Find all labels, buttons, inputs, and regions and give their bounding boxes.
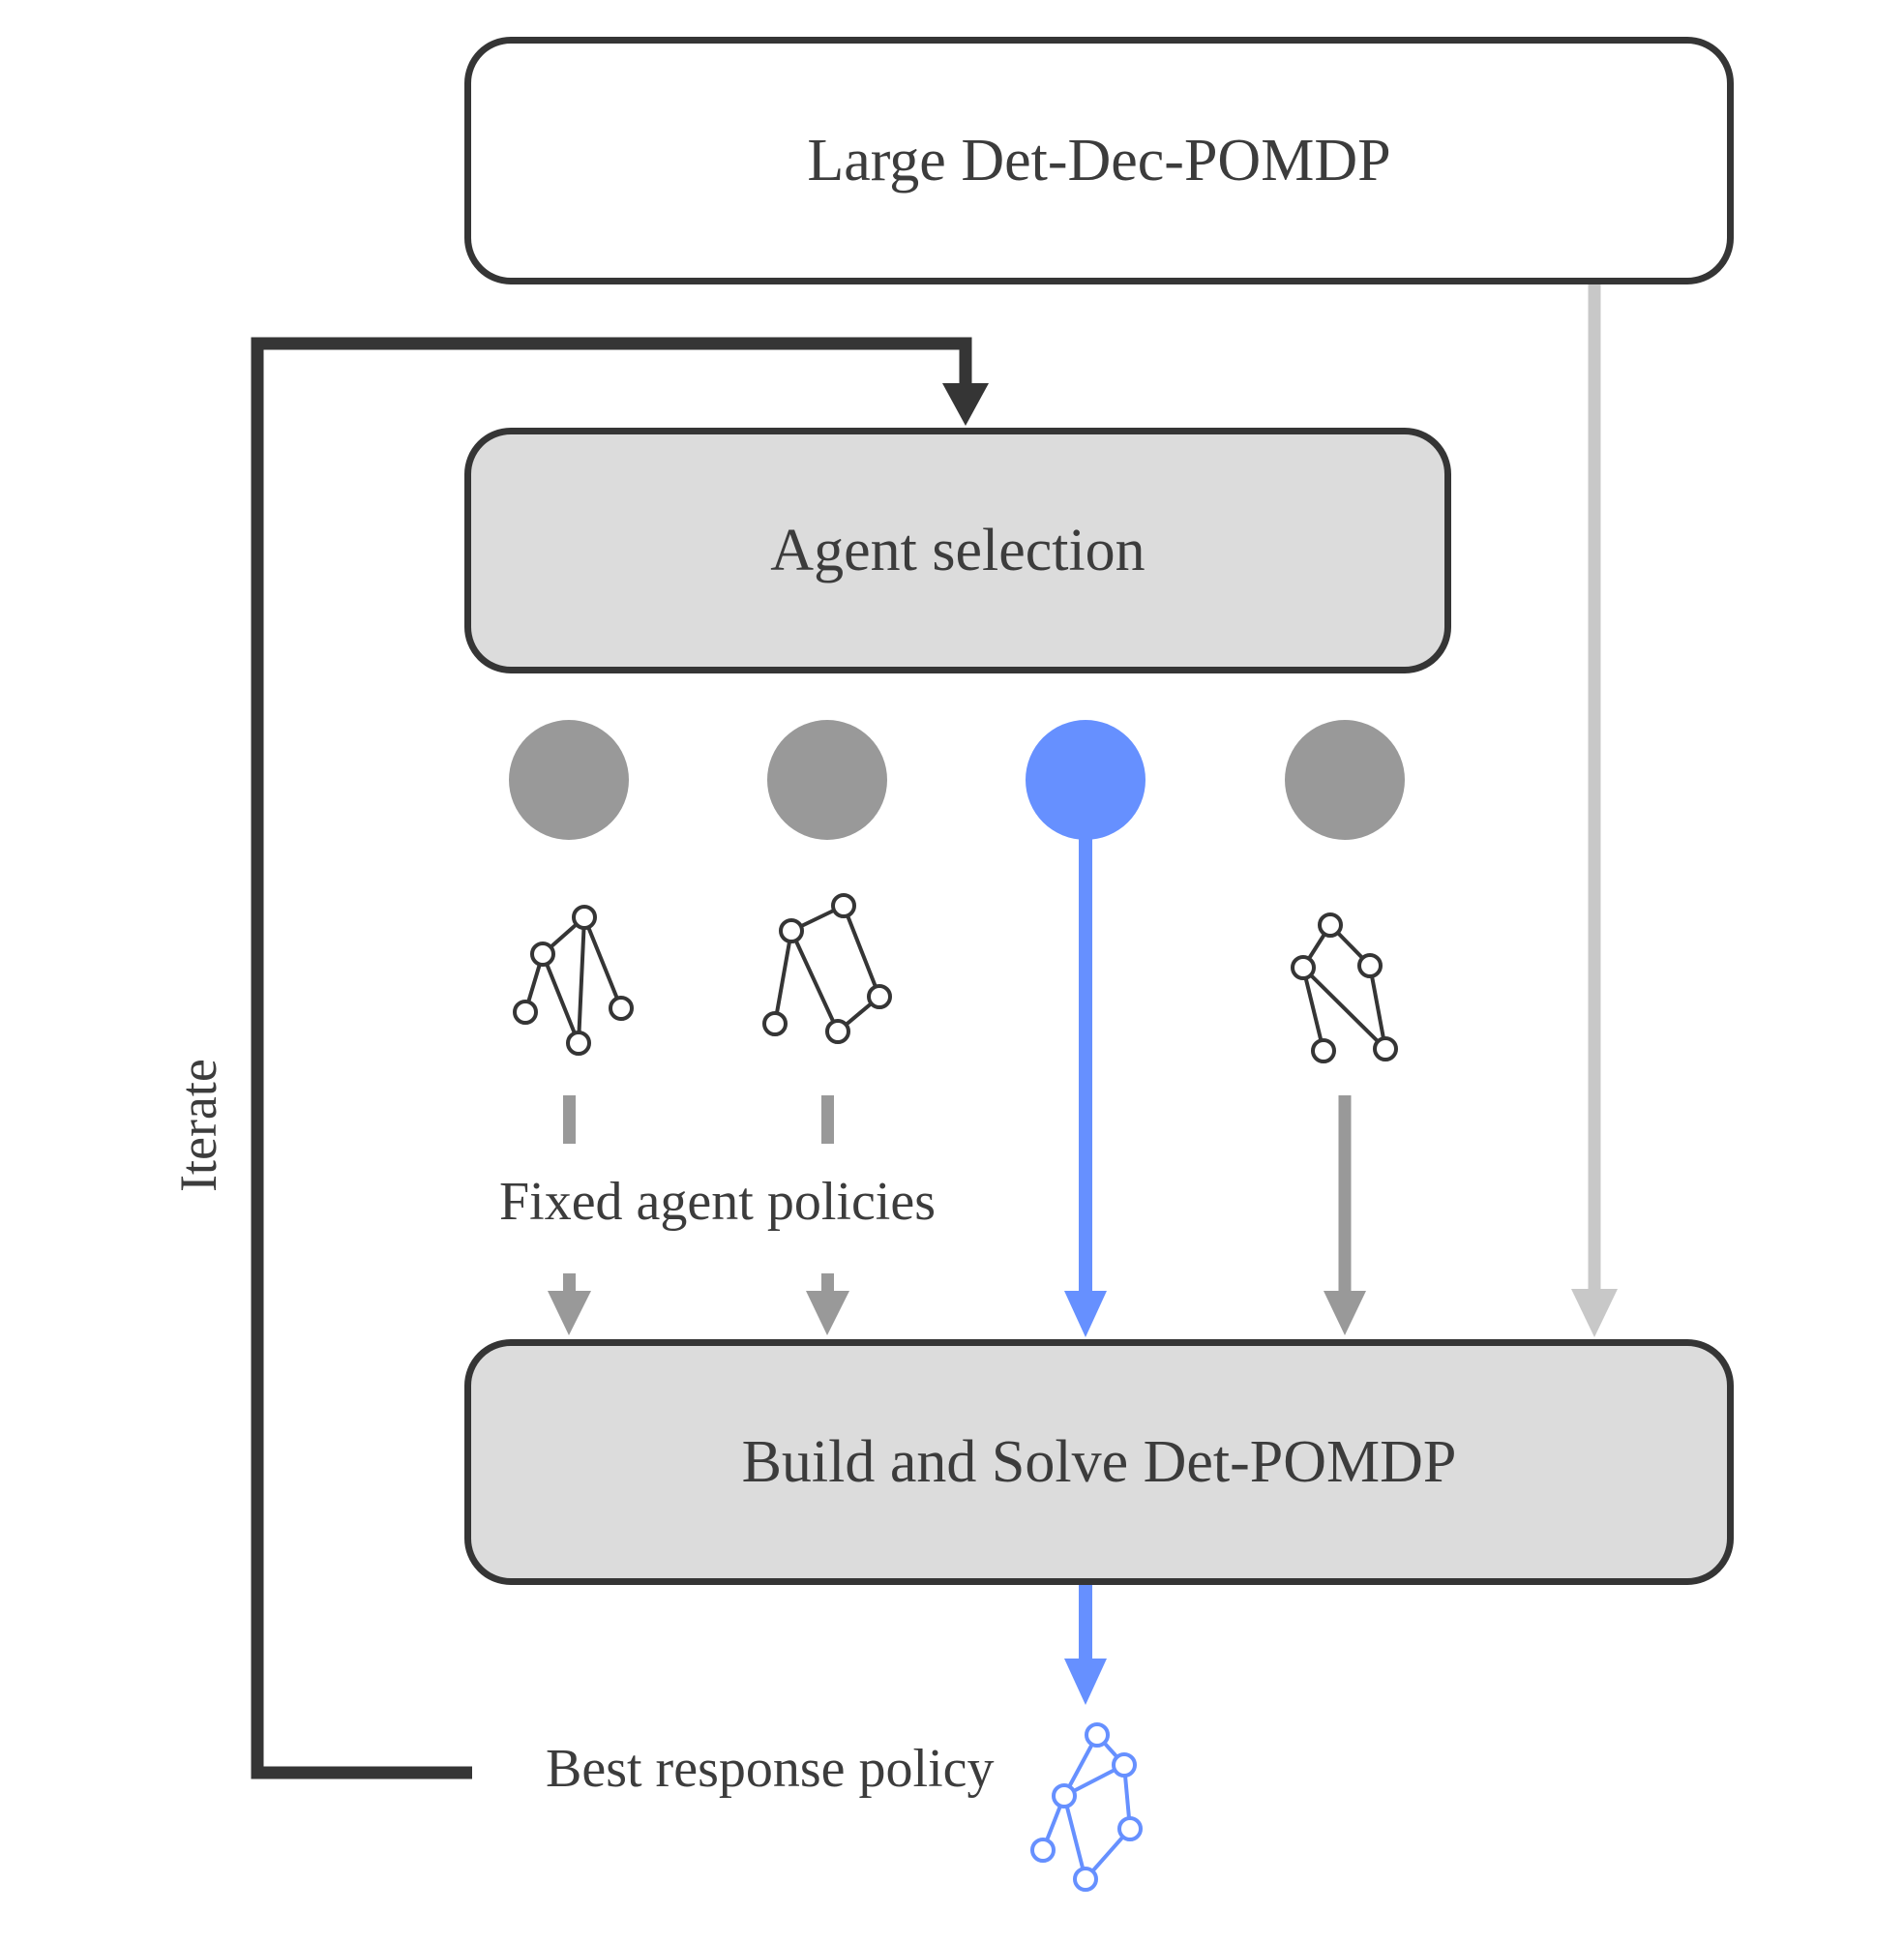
fixed-agent-policies-label: Fixed agent policies [499,1172,937,1232]
output-arrow [1064,1579,1107,1705]
build-solve-label: Build and Solve Det-POMDP [741,1428,1457,1495]
agent-selection-box: Agent selection [464,428,1451,673]
fixed-policy-arrow-1 [548,1095,591,1335]
agent-circle-selected [1026,720,1145,840]
best-response-policy-label: Best response policy [546,1739,995,1799]
direct-arrow [1571,283,1618,1337]
policy-graph-2-icon [762,893,892,1044]
agent-circle-2 [767,720,887,840]
policy-graph-4-icon [1291,912,1398,1063]
fixed-policy-arrow-4 [1324,1095,1366,1335]
selected-agent-arrow [1064,832,1107,1337]
agent-circle-4 [1285,720,1405,840]
large-det-dec-pomdp-label: Large Det-Dec-POMDP [807,127,1391,194]
iterate-label: Iterate [169,1059,227,1192]
best-response-graph-icon [1030,1722,1143,1892]
agent-selection-label: Agent selection [770,517,1145,583]
large-det-dec-pomdp-box: Large Det-Dec-POMDP [464,37,1734,284]
iterate-loop-arrow [251,337,989,1779]
build-solve-box: Build and Solve Det-POMDP [464,1339,1734,1585]
policy-graph-1-icon [513,905,634,1056]
fixed-policy-arrow-2 [806,1095,849,1335]
agent-circle-1 [509,720,629,840]
